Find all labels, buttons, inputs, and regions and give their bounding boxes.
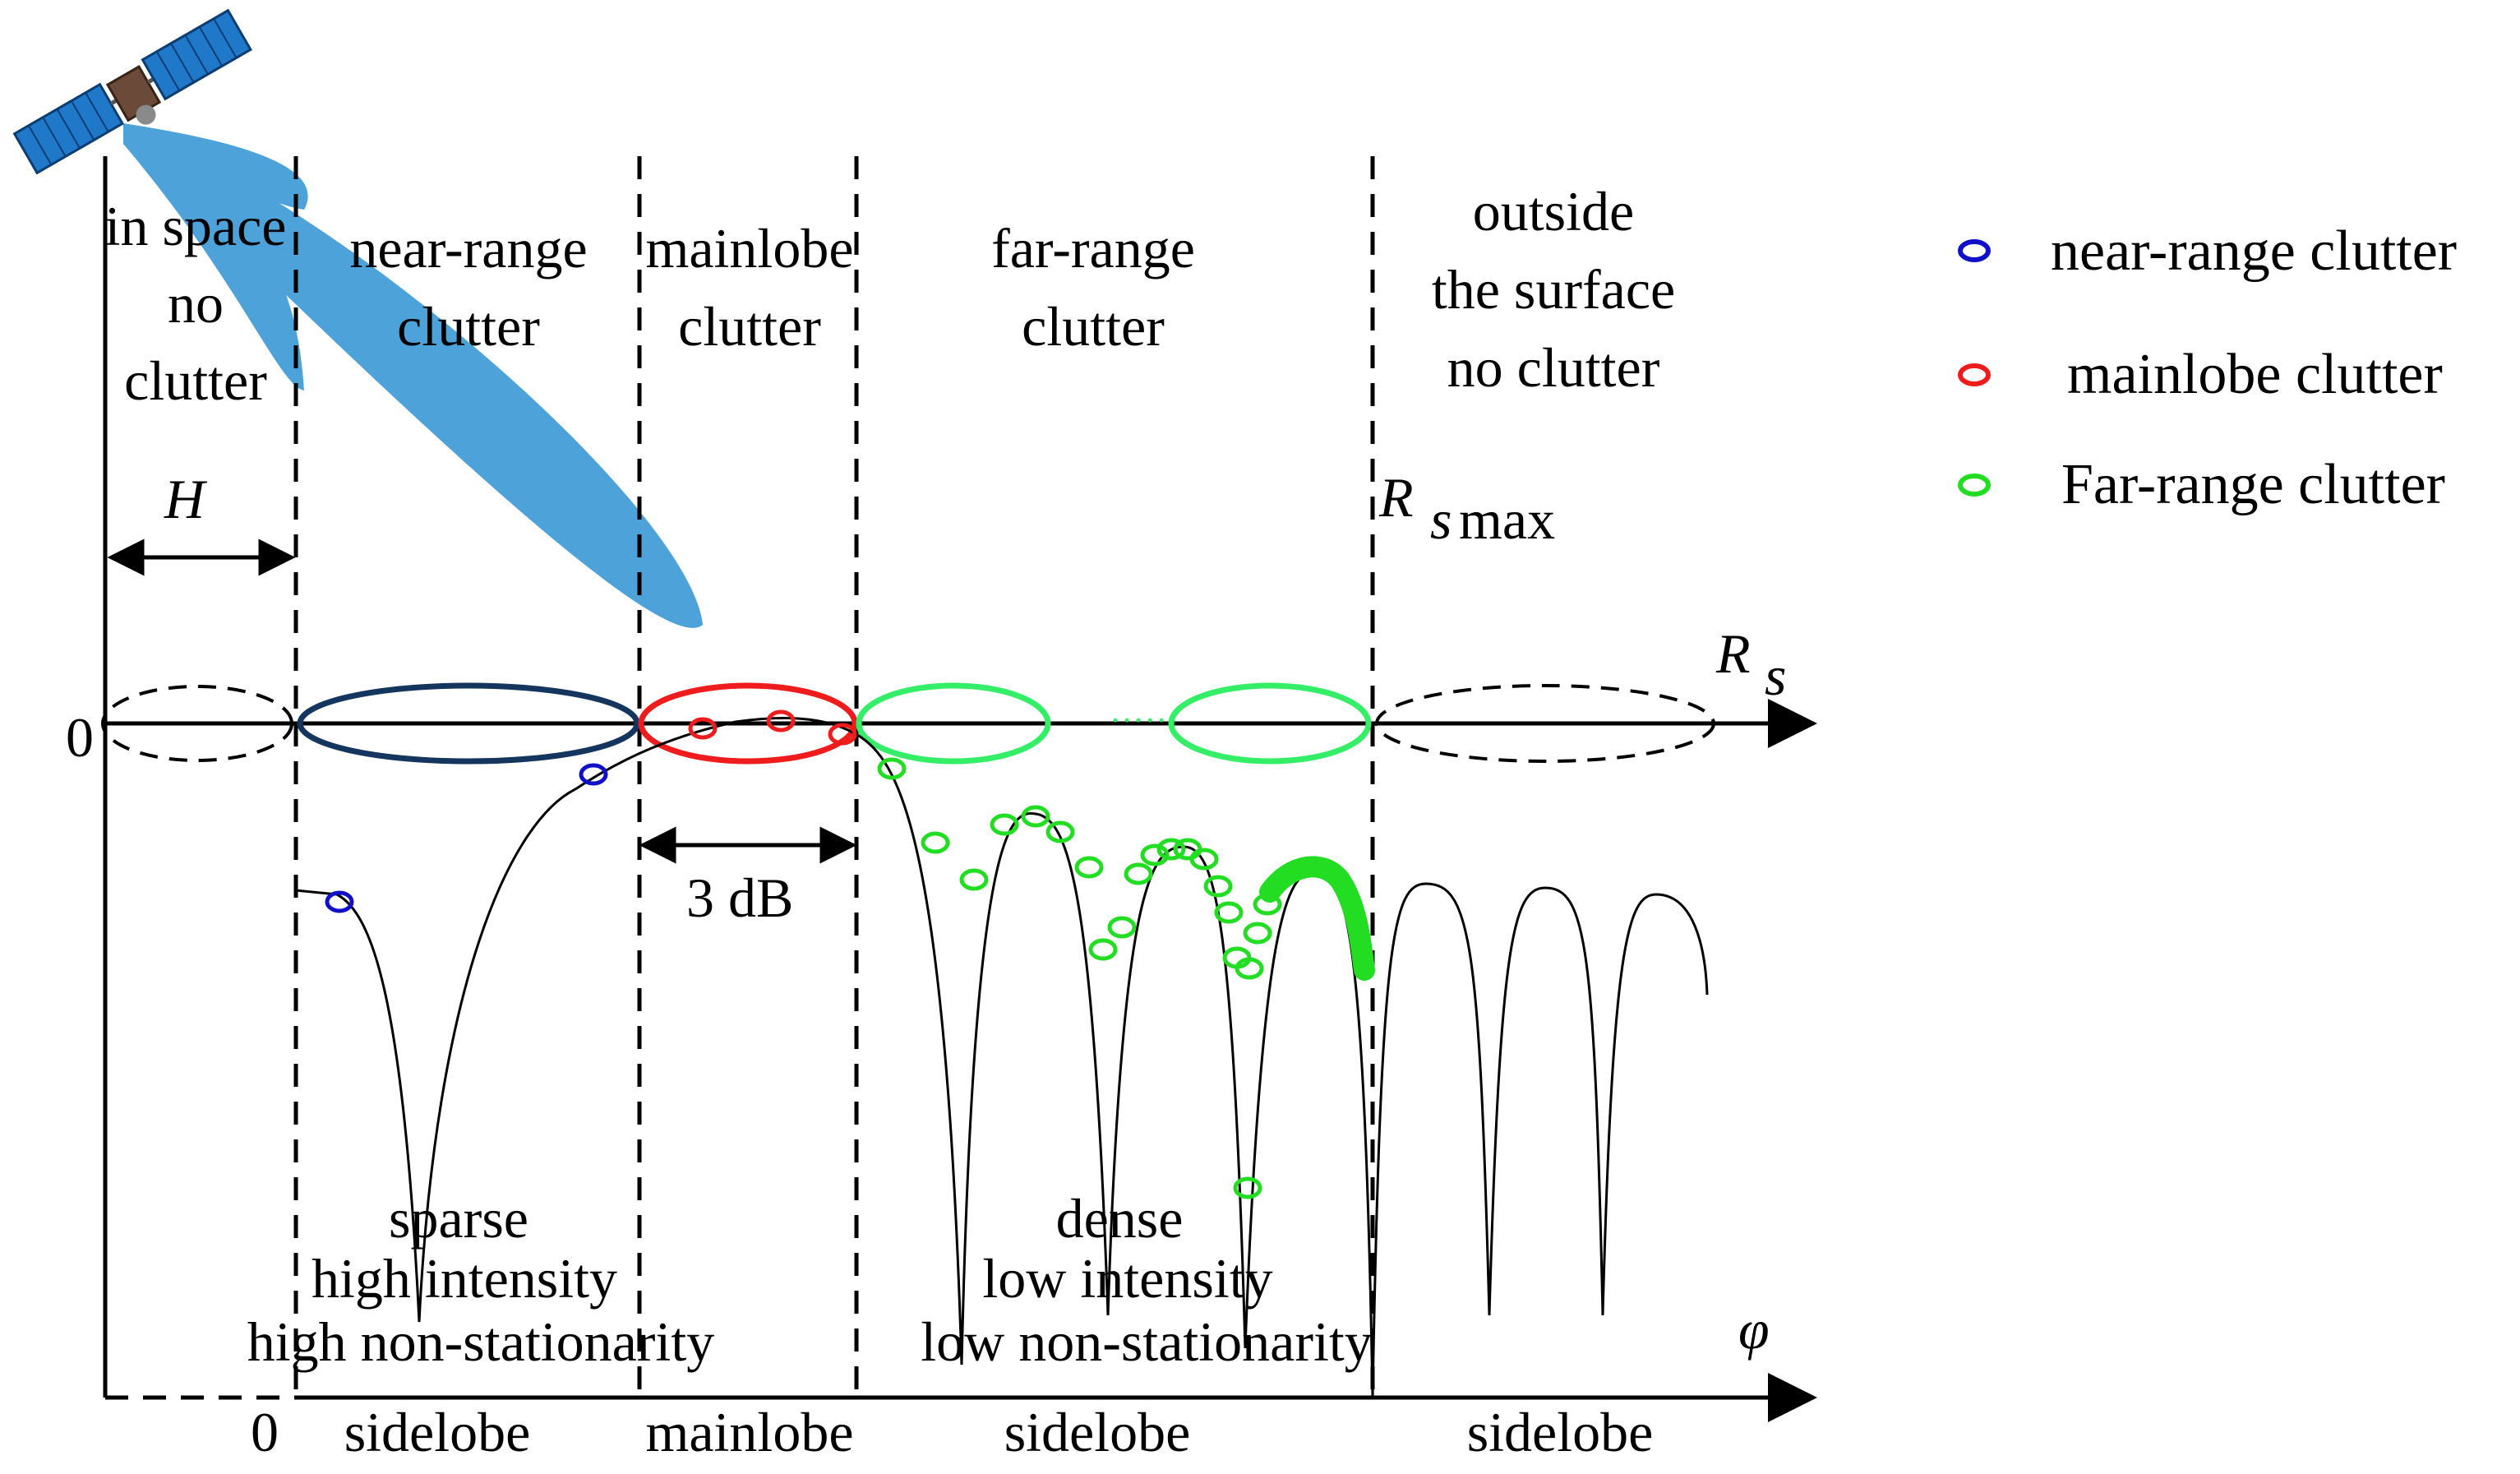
far-range-ellipse-1 [856, 682, 1051, 765]
bottom-right-description: dense low intensity low non-stationarity [921, 1187, 1373, 1373]
rs-axis-sub: s [1765, 645, 1786, 707]
mainlobe-ellipse [638, 682, 858, 765]
antenna-pattern-curve [295, 717, 1709, 1398]
outside-label-1: outside [1473, 180, 1634, 243]
far-range-dense-markers [1259, 856, 1375, 981]
three-db-label: 3 dB [686, 866, 793, 929]
rs-axis-main: R [1715, 622, 1751, 685]
sidelobe-label-middle: sidelobe [1004, 1401, 1191, 1463]
far-range-marker [1189, 848, 1219, 871]
far-range-marker [1074, 856, 1104, 879]
bottom-left-description: sparse high intensity high non-stationar… [247, 1187, 714, 1373]
in-space-label-1: in space [105, 195, 287, 257]
in-space-label-3: clutter [124, 349, 267, 412]
outside-label-3: no clutter [1447, 336, 1660, 399]
range-ellipses [101, 682, 1715, 765]
region-labels: in space no clutter near-range clutter m… [105, 180, 1676, 412]
height-symbol: H [164, 468, 208, 530]
satellite-icon [12, 8, 252, 175]
near-range-markers [325, 763, 608, 913]
far-range-marker [1107, 916, 1137, 939]
legend-label-mainlobe: mainlobe clutter [2067, 343, 2443, 406]
dense-label: dense [1056, 1187, 1184, 1250]
rs-max-label: R s max [1378, 466, 1555, 551]
phi-symbol: φ [1738, 1298, 1770, 1361]
region-boundaries [293, 156, 1375, 1398]
antenna-beam-icon [123, 123, 703, 628]
lobe-axis-labels: sidelobe mainlobe sidelobe sidelobe [344, 1401, 1654, 1463]
far-range-marker [921, 831, 950, 854]
in-space-label-2: no [168, 272, 224, 335]
far-range-marker [990, 813, 1019, 836]
far-range-marker [1088, 938, 1118, 961]
near-range-marker [325, 890, 354, 913]
far-range-marker [1045, 820, 1075, 843]
legend-label-near-range: near-range clutter [2051, 219, 2457, 283]
legend-label-far-range: Far-range clutter [2061, 453, 2445, 516]
sparse-label: sparse [389, 1187, 528, 1250]
low-nonstationarity-label: low non-stationarity [921, 1310, 1373, 1373]
far-range-marker [1214, 901, 1244, 924]
near-range-label-1: near-range [349, 217, 587, 280]
near-range-ellipse [297, 682, 640, 765]
mainlobe-markers [688, 709, 857, 746]
low-intensity-label: low intensity [982, 1247, 1272, 1310]
space-ellipse [101, 685, 293, 762]
legend-item-mainlobe: mainlobe clutter [1958, 343, 2443, 406]
rs-max-sub: s [1430, 488, 1452, 551]
far-range-marker [1156, 838, 1186, 861]
far-range-markers [877, 757, 1282, 1199]
mainlobe-axis-label: mainlobe [645, 1401, 853, 1463]
zero-top-label: 0 [66, 706, 94, 769]
far-range-marker [1140, 843, 1170, 866]
far-range-label-2: clutter [1022, 295, 1165, 358]
mainlobe-label-2: clutter [678, 295, 821, 358]
far-range-marker [1243, 922, 1272, 945]
far-range-marker [877, 757, 907, 780]
far-range-marker [1021, 805, 1050, 828]
far-range-marker [1173, 838, 1202, 861]
legend-marker-far-range [1958, 474, 1991, 497]
rs-axis-label: R s [1715, 622, 1786, 707]
rs-max-suffix: max [1459, 488, 1555, 551]
legend-item-far-range: Far-range clutter [1958, 453, 2445, 516]
sidelobe-label-right: sidelobe [1467, 1401, 1654, 1463]
high-intensity-label: high intensity [312, 1247, 617, 1310]
far-range-marker [1233, 1176, 1262, 1199]
sidelobe-label-left: sidelobe [344, 1401, 531, 1463]
mainlobe-label-1: mainlobe [645, 217, 853, 280]
mainlobe-marker [828, 723, 857, 746]
legend-marker-near-range [1958, 239, 1991, 262]
far-range-ellipse-2 [1168, 682, 1372, 765]
high-nonstationarity-label: high non-stationarity [247, 1310, 714, 1373]
zero-bottom-label: 0 [251, 1401, 279, 1463]
outside-label-2: the surface [1432, 258, 1675, 321]
far-range-marker [959, 868, 989, 891]
legend-marker-mainlobe [1958, 363, 1991, 386]
legend: near-range clutter mainlobe clutter Far-… [1958, 219, 2457, 516]
far-range-marker [1235, 957, 1264, 980]
near-range-marker [579, 763, 608, 786]
far-range-marker [1124, 862, 1153, 885]
ellipse-dots: ...... [1111, 692, 1180, 729]
far-range-label-1: far-range [991, 217, 1195, 280]
mainlobe-marker [766, 709, 796, 732]
mainlobe-marker [688, 717, 718, 740]
rs-max-main: R [1378, 466, 1414, 529]
legend-item-near-range: near-range clutter [1958, 219, 2457, 283]
outside-ellipse [1375, 684, 1715, 763]
near-range-label-2: clutter [397, 295, 540, 358]
far-range-marker [1203, 875, 1233, 898]
